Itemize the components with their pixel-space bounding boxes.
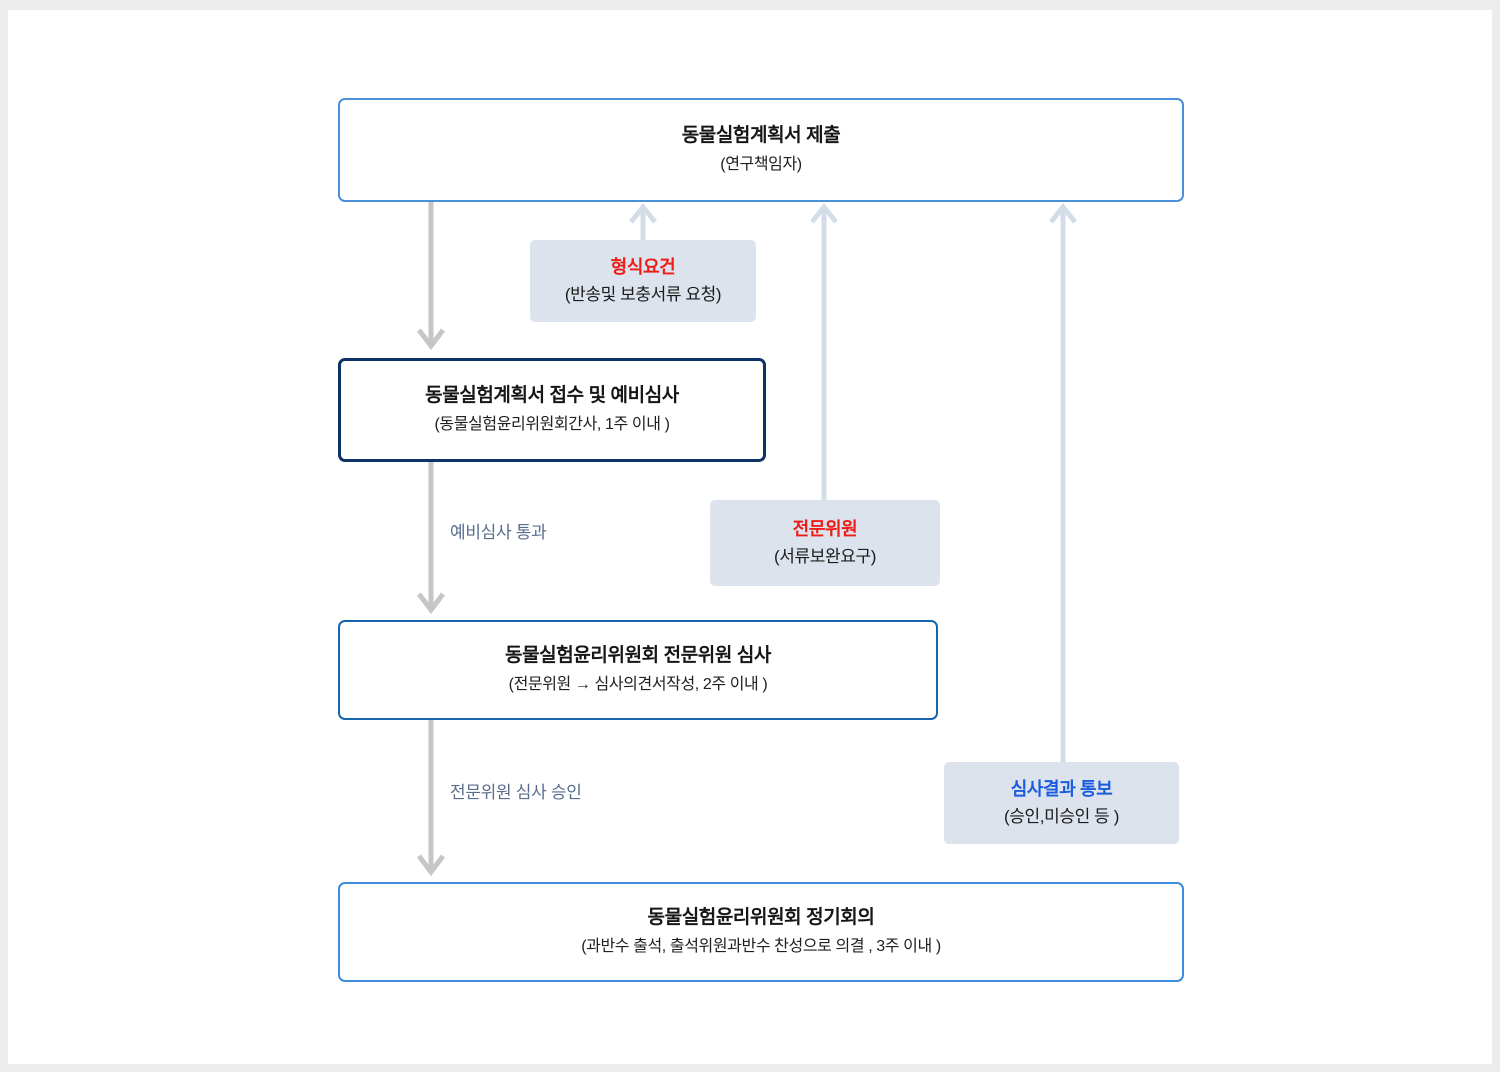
process-box-regular-meeting[interactable]: 동물실험윤리위원회 정기회의 (과반수 출석, 출석위원과반수 찬성으로 의결 … (338, 882, 1184, 982)
note-box-expert-committee[interactable]: 전문위원 (서류보완요구) (710, 500, 940, 586)
process-box-submit[interactable]: 동물실험계획서 제출 (연구책임자) (338, 98, 1184, 202)
note-box-review-result-subtitle: (승인,미승인 등 ) (1004, 807, 1119, 827)
note-box-format-requirement[interactable]: 형식요건 (반송및 보충서류 요청) (530, 240, 756, 322)
edge-label-preliminary-pass: 예비심사 통과 (450, 523, 547, 542)
diagram-canvas: 동물실험계획서 제출 (연구책임자) 동물실험계획서 접수 및 예비심사 (동물… (8, 10, 1492, 1064)
arrow-expert-to-meeting (416, 720, 446, 886)
process-box-regular-meeting-subtitle: (과반수 출석, 출석위원과반수 찬성으로 의결 , 3주 이내 ) (581, 937, 941, 955)
note-box-expert-committee-subtitle: (서류보완요구) (774, 547, 876, 567)
note-box-expert-committee-title: 전문위원 (792, 518, 858, 539)
edge-label-expert-approval: 전문위원 심사 승인 (450, 783, 582, 802)
process-box-receipt-title: 동물실험계획서 접수 및 예비심사 (425, 385, 679, 407)
note-box-review-result-title: 심사결과 통보 (1010, 778, 1113, 799)
arrow-receipt-to-expert (416, 462, 446, 624)
process-box-receipt-subtitle: (동물실험윤리위원회간사, 1주 이내 ) (434, 415, 670, 433)
process-box-expert-review-subtitle: (전문위원 → 심사의견서작성, 2주 이내 ) (508, 675, 768, 693)
process-box-submit-title: 동물실험계획서 제출 (681, 125, 841, 147)
note-box-format-requirement-title: 형식요건 (610, 256, 676, 277)
process-box-expert-review-title: 동물실험윤리위원회 전문위원 심사 (505, 645, 771, 667)
process-box-submit-subtitle: (연구책임자) (720, 155, 802, 173)
process-box-regular-meeting-title: 동물실험윤리위원회 정기회의 (647, 907, 875, 929)
arrow-submit-to-receipt (416, 200, 446, 360)
process-box-receipt[interactable]: 동물실험계획서 접수 및 예비심사 (동물실험윤리위원회간사, 1주 이내 ) (338, 358, 766, 462)
arrow-expert-note-to-submit (809, 202, 839, 506)
note-box-format-requirement-subtitle: (반송및 보충서류 요청) (564, 285, 722, 305)
note-box-review-result[interactable]: 심사결과 통보 (승인,미승인 등 ) (944, 762, 1179, 844)
process-box-expert-review[interactable]: 동물실험윤리위원회 전문위원 심사 (전문위원 → 심사의견서작성, 2주 이내… (338, 620, 938, 720)
arrow-result-note-to-submit (1048, 202, 1078, 768)
arrow-format-note-to-submit (628, 202, 658, 246)
